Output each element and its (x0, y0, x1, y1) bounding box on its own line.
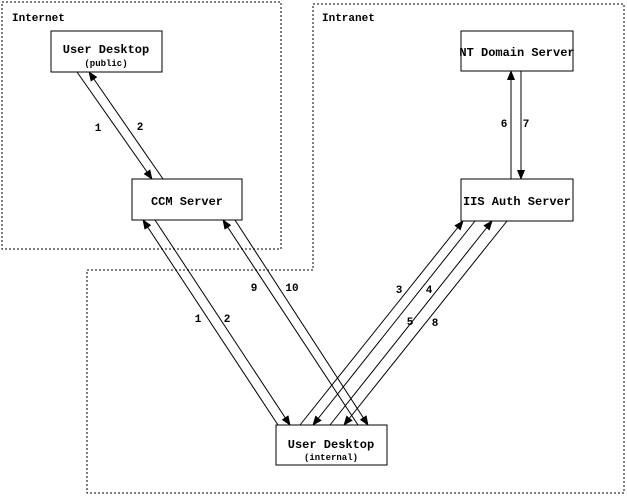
node-nt-domain-server: NT Domain Server (459, 30, 575, 72)
nt-domain-server-box (460, 30, 574, 72)
user-desktop-public-subtitle: (public) (84, 59, 127, 69)
node-iis-auth-server: IIS Auth Server (460, 178, 574, 222)
iis-auth-server-title: IIS Auth Server (463, 195, 571, 209)
edge-label-2-internal: 2 (224, 314, 231, 326)
internet-zone-border (1, 1, 282, 250)
iis-auth-server-box (460, 178, 574, 222)
edge-5-internal-desktop-to-iis (329, 220, 493, 426)
user-desktop-internal-title: User Desktop (288, 438, 374, 452)
ccm-server-title: CCM Server (151, 195, 223, 209)
intranet-zone-border (86, 3, 625, 494)
edge-1-internal-desktop-to-ccm (142, 219, 279, 426)
edge-label-9: 9 (251, 283, 258, 295)
edge-9-internal-desktop-to-ccm (222, 219, 359, 426)
edge-4-iis-to-internal-desktop (312, 220, 476, 426)
edge-10-ccm-to-internal-desktop (234, 219, 369, 426)
edge-label-6: 6 (501, 119, 508, 131)
edge-label-4: 4 (426, 285, 433, 297)
node-ccm-server: CCM Server (131, 178, 243, 221)
edge-label-1-internal: 1 (195, 314, 202, 326)
edge-2-ccm-to-public-desktop (88, 71, 164, 180)
user-desktop-internal-box (275, 424, 388, 466)
user-desktop-public-box (50, 30, 163, 73)
edge-1-public-desktop-to-ccm (76, 71, 153, 180)
edge-label-10: 10 (285, 283, 298, 295)
node-user-desktop-public: User Desktop (public) (50, 30, 163, 73)
nt-domain-server-title: NT Domain Server (459, 46, 574, 60)
edge-label-3: 3 (396, 285, 403, 297)
edge-label-2-public: 2 (137, 122, 144, 134)
edge-label-5: 5 (407, 317, 414, 329)
edge-8-iis-to-internal-desktop (343, 220, 508, 426)
edge-2-ccm-to-internal-desktop (154, 219, 291, 426)
ccm-server-box (131, 178, 243, 221)
edge-3-internal-desktop-to-iis (299, 220, 464, 426)
internet-zone-label: Internet (12, 13, 65, 25)
intranet-zone-label: Intranet (322, 13, 375, 25)
edge-label-1-public: 1 (95, 123, 102, 135)
edge-label-8: 8 (432, 318, 439, 330)
user-desktop-internal-subtitle: (internal) (304, 453, 358, 463)
edge-label-7: 7 (523, 119, 530, 131)
node-user-desktop-internal: User Desktop (internal) (275, 424, 388, 466)
user-desktop-public-title: User Desktop (63, 43, 149, 57)
